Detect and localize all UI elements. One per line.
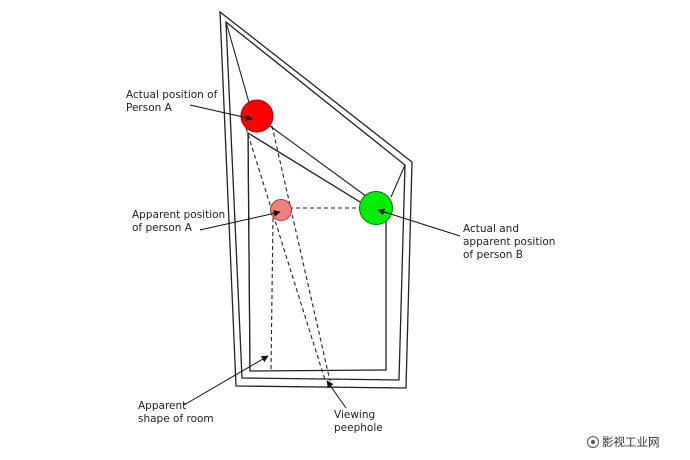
person-a-actual-marker [240,99,274,133]
sight-lines [245,125,360,382]
person-a-apparent-marker [270,199,292,221]
room-outer-wall [219,10,413,389]
arrow-person-b [377,208,461,237]
perspective-lines [225,21,406,372]
arrow-apparent-a [199,209,281,231]
room-inner-wall [225,20,406,381]
arrow-room [183,355,269,406]
label-actual-person-a: Actual position of Person A [126,89,221,114]
arrow-peephole [326,380,347,409]
label-apparent-person-a: Apparent position of person A [132,209,229,234]
label-person-b: Actual and apparent position of person B [463,223,559,261]
corner-line-right [390,164,406,198]
sight-line-a-actual-left [245,127,326,381]
room-floor-edge [247,131,387,372]
annotation-arrows [183,104,461,409]
watermark: 影视工业网 [587,435,660,449]
sight-line-a-actual-right [271,125,331,382]
watermark-logo-icon [587,436,599,448]
sight-line-a-apparent [270,217,274,371]
watermark-logo-dot [591,440,595,444]
label-apparent-room: Apparent shape of room [138,400,214,425]
left-inner-edge [247,132,251,372]
watermark-text: 影视工业网 [602,435,660,449]
person-b-marker [359,191,393,225]
wall-line-a-to-b [269,125,371,200]
arrow-actual-a [189,104,253,122]
corner-line-top [225,21,253,114]
label-peephole: Viewing peephole [334,409,383,434]
